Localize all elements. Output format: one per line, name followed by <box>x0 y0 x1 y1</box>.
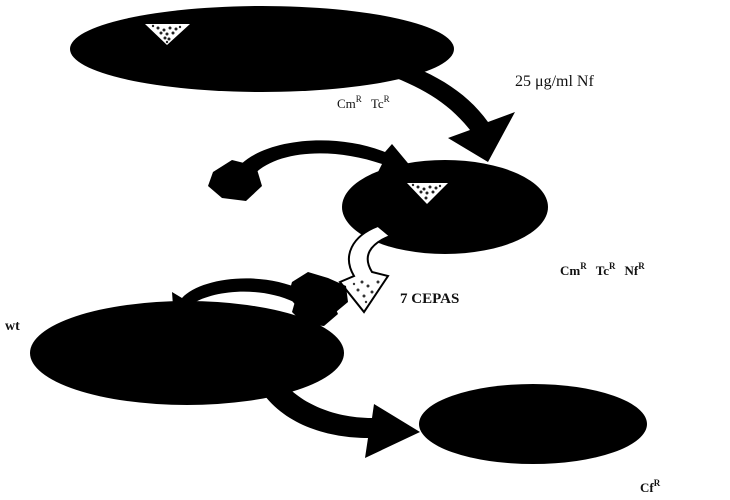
strains-label: 7 CEPAS <box>400 291 459 307</box>
wild-type-label: wt <box>5 319 20 334</box>
bottom-plate-ellipse <box>419 384 647 464</box>
donor-hexagon-shape <box>208 160 262 201</box>
arrow-wt-to-bottom <box>262 380 420 458</box>
phenotype-bottom-label: CfR <box>640 478 661 495</box>
wt-plate-ellipse <box>30 301 344 405</box>
concentration-label: 25 μg/ml Nf <box>515 73 594 90</box>
